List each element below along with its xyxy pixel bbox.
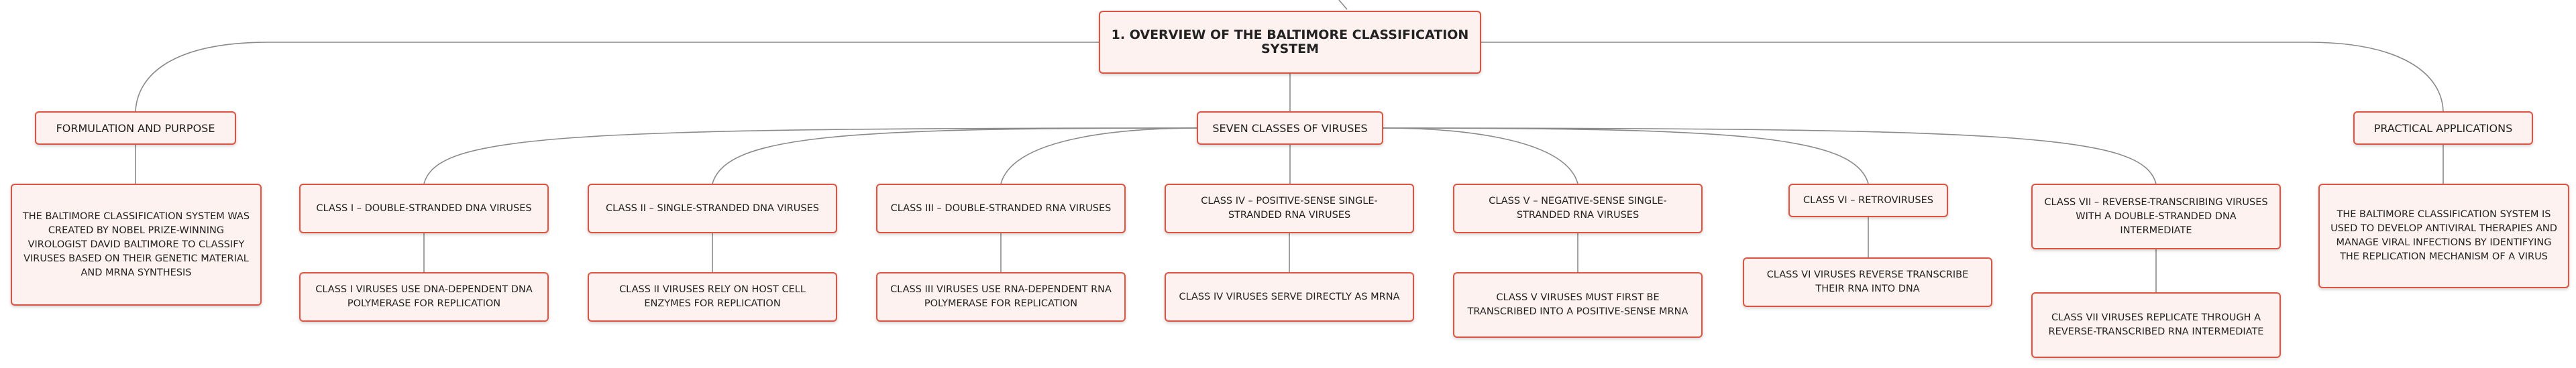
class-4-detail[interactable]: CLASS IV VIRUSES SERVE DIRECTLY AS MRNA <box>1165 272 1414 322</box>
class-5-detail[interactable]: CLASS V VIRUSES MUST FIRST BE TRANSCRIBE… <box>1453 272 1703 338</box>
topic-seven-classes[interactable]: SEVEN CLASSES OF VIRUSES <box>1197 111 1383 145</box>
class-7-detail[interactable]: CLASS VII VIRUSES REPLICATE THROUGH A RE… <box>2031 292 2281 358</box>
class-5-title[interactable]: CLASS V – NEGATIVE-SENSE SINGLE-STRANDED… <box>1453 184 1703 233</box>
class-2-title[interactable]: CLASS II – SINGLE-STRANDED DNA VIRUSES <box>588 184 837 233</box>
connector-class-6 <box>1381 127 1869 184</box>
connector-class-5 <box>1381 127 1578 184</box>
class-6-title[interactable]: CLASS VI – RETROVIRUSES <box>1788 184 1948 217</box>
topic-practical-applications[interactable]: PRACTICAL APPLICATIONS <box>2353 111 2533 145</box>
connector-root-incoming <box>1338 0 1348 10</box>
connector-root-formulation <box>135 42 1100 112</box>
connector-root-applications <box>1480 42 2444 112</box>
class-1-title[interactable]: CLASS I – DOUBLE-STRANDED DNA VIRUSES <box>299 184 549 233</box>
topic-formulation-and-purpose[interactable]: FORMULATION AND PURPOSE <box>35 111 236 145</box>
class-7-title[interactable]: CLASS VII – REVERSE-TRANSCRIBING VIRUSES… <box>2031 184 2281 249</box>
connector-class-7 <box>1381 127 2157 184</box>
connector-class-3 <box>1000 127 1199 184</box>
class-1-detail[interactable]: CLASS I VIRUSES USE DNA-DEPENDENT DNA PO… <box>299 272 549 322</box>
class-2-detail[interactable]: CLASS II VIRUSES RELY ON HOST CELL ENZYM… <box>588 272 837 322</box>
class-4-title[interactable]: CLASS IV – POSITIVE-SENSE SINGLE-STRANDE… <box>1165 184 1414 233</box>
class-3-detail[interactable]: CLASS III VIRUSES USE RNA-DEPENDENT RNA … <box>876 272 1126 322</box>
detail-formulation-and-purpose[interactable]: THE BALTIMORE CLASSIFICATION SYSTEM WAS … <box>11 184 262 306</box>
connector-class-1 <box>423 127 1199 184</box>
class-3-title[interactable]: CLASS III – DOUBLE-STRANDED RNA VIRUSES <box>876 184 1126 233</box>
detail-practical-applications[interactable]: THE BALTIMORE CLASSIFICATION SYSTEM IS U… <box>2318 184 2569 288</box>
connector-class-2 <box>712 127 1199 184</box>
class-6-detail[interactable]: CLASS VI VIRUSES REVERSE TRANSCRIBE THEI… <box>1743 257 1992 307</box>
root-topic[interactable]: 1. OVERVIEW OF THE BALTIMORE CLASSIFICAT… <box>1099 11 1481 74</box>
